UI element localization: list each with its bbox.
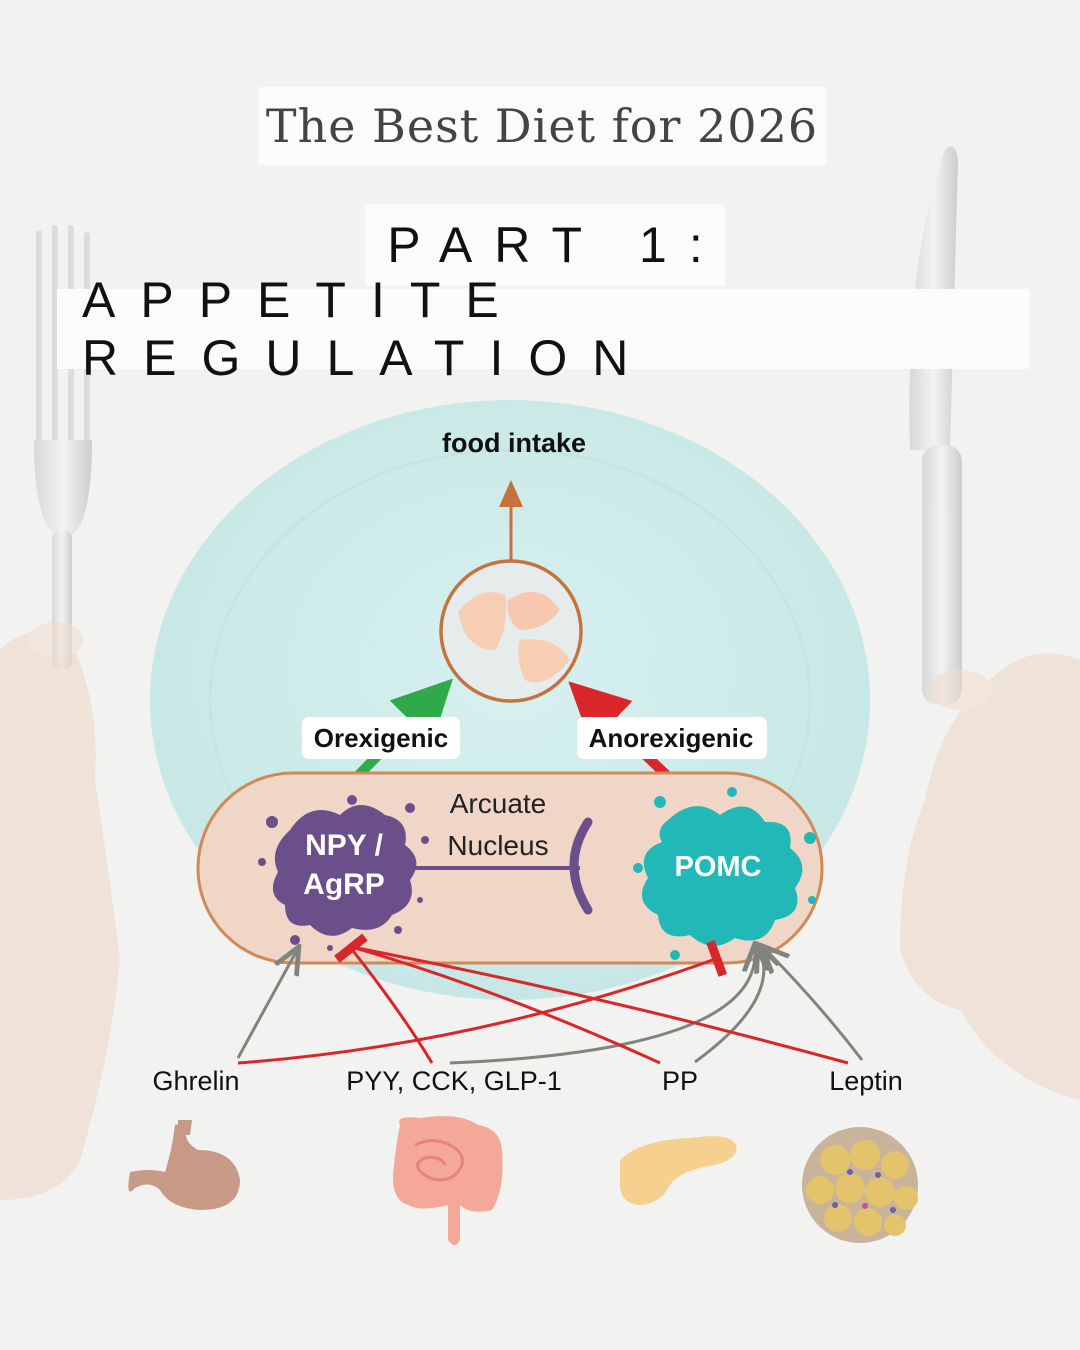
hypothalamus-circle [439, 559, 583, 703]
npy-agrp-splat [258, 795, 429, 951]
pp-npy-inhibition [351, 945, 661, 1065]
npy-pomc-inhibition-bar [569, 817, 593, 915]
ghrelin-label: Ghrelin [152, 1066, 239, 1096]
leptin-pomc-arrow [766, 950, 864, 1061]
gut-pomc-arrow [449, 950, 755, 1065]
arcuate-label-line1: Arcuate [450, 788, 547, 819]
subtitle-banner: The Best Diet for 2026 [258, 87, 826, 165]
anorexigenic-badge [577, 717, 767, 759]
stomach-icon [128, 1120, 240, 1210]
anorexigenic-label: Anorexigenic [589, 723, 754, 753]
arcuate-label-line2: Nucleus [447, 830, 548, 861]
part-text: PART 1: [387, 217, 725, 273]
gut-npy-inhibition [334, 933, 434, 1064]
fat-tissue-icon [802, 1127, 918, 1243]
pp-label: PP [662, 1066, 698, 1096]
leptin-label: Leptin [829, 1066, 903, 1096]
right-hand [900, 653, 1080, 1100]
title-banner: APPETITE REGULATION [57, 272, 1030, 386]
ghrelin-npy-arrow [236, 952, 296, 1059]
leptin-npy-inhibition [351, 945, 849, 1065]
npy-label-line1: NPY / [305, 829, 383, 862]
intestines-icon [392, 1116, 503, 1245]
pancreas-icon [620, 1136, 737, 1205]
part-banner: PART 1: [365, 204, 725, 286]
pomc-splat [633, 787, 816, 960]
food-intake-label: food intake [442, 428, 586, 458]
left-hand [0, 622, 120, 1200]
npy-label-line2: AgRP [303, 868, 385, 901]
orexigenic-badge [302, 717, 460, 759]
title-text: APPETITE REGULATION [82, 272, 654, 386]
subtitle-text: The Best Diet for 2026 [265, 99, 819, 153]
orexigenic-label: Orexigenic [314, 723, 448, 753]
ghrelin-pomc-inhibition [237, 940, 727, 1065]
pomc-label: POMC [675, 851, 762, 883]
gut-hormones-label: PYY, CCK, GLP-1 [346, 1066, 562, 1096]
